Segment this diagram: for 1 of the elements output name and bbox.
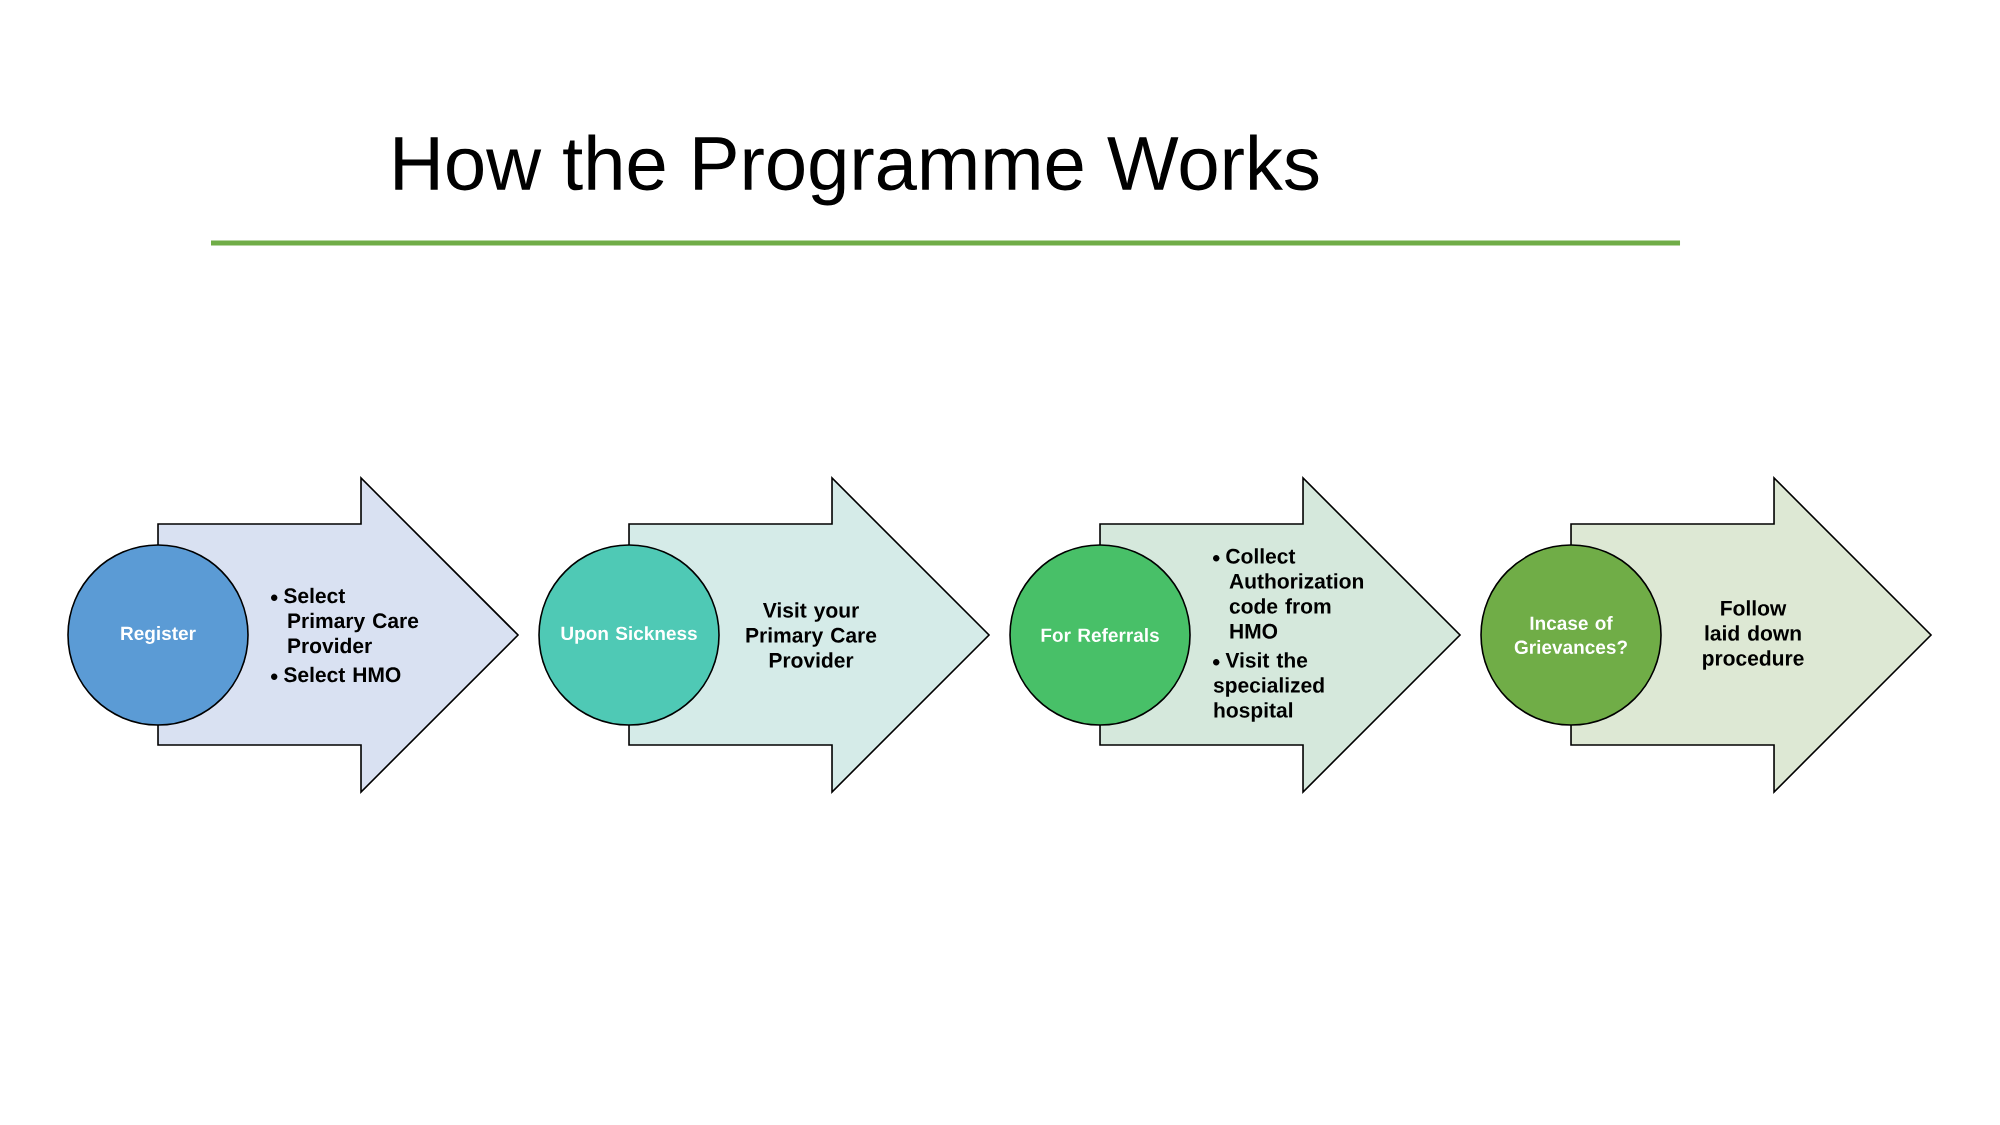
title: How the Programme Works — [395, 134, 1319, 206]
